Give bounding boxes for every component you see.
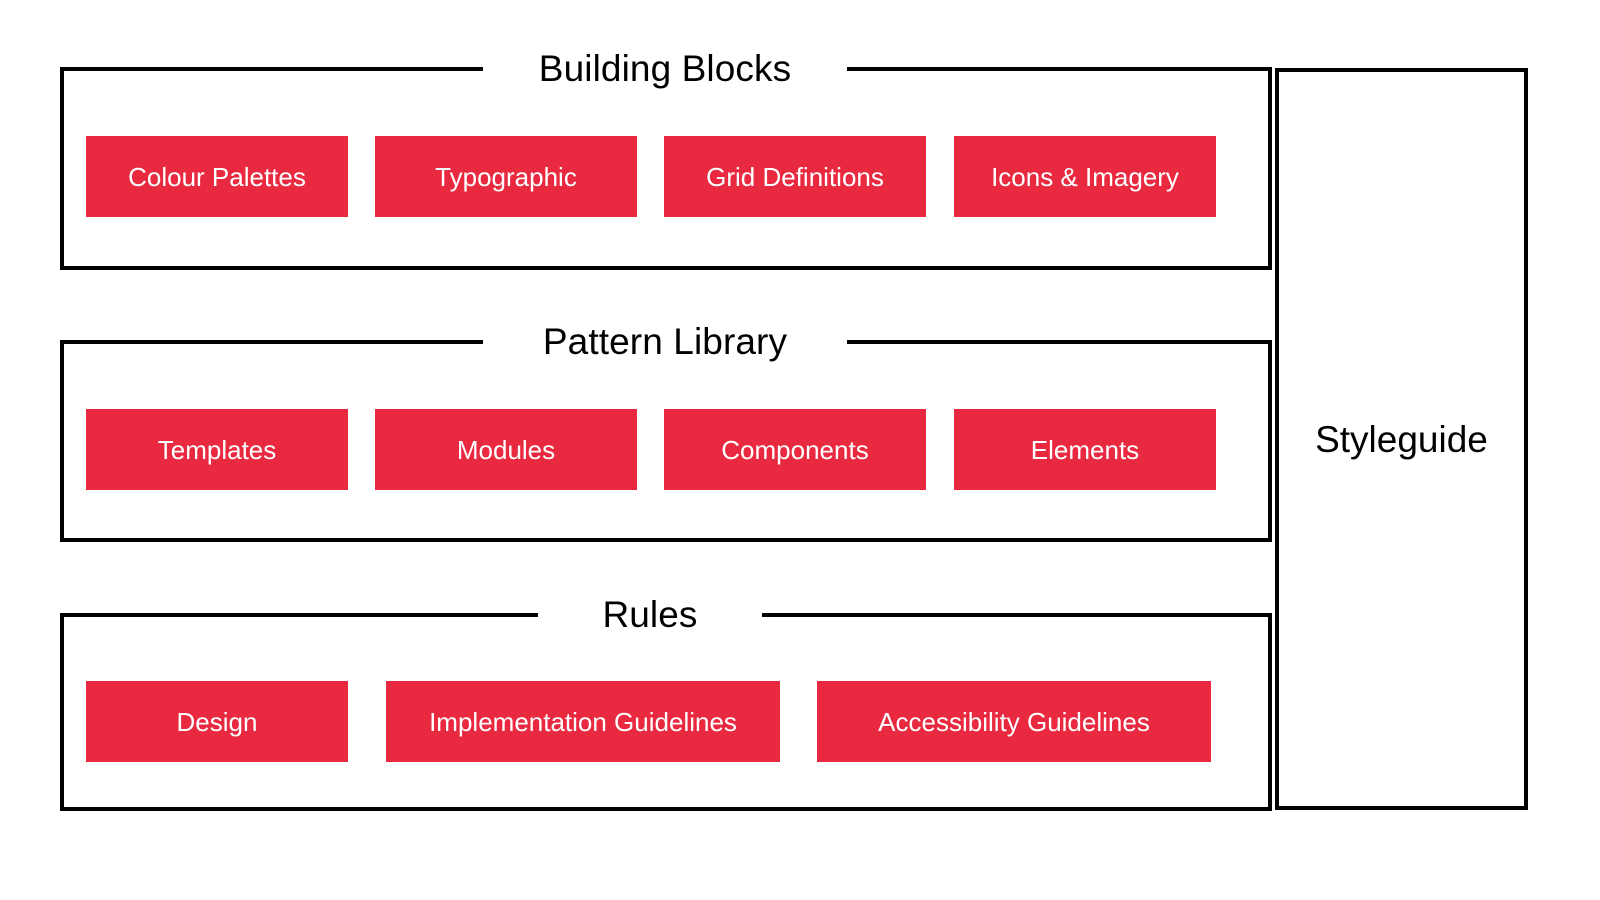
group-building-blocks-title: Building Blocks <box>538 48 792 89</box>
group-styleguide-label: Styleguide <box>1315 418 1488 460</box>
item-implementation-guidelines[interactable]: Implementation Guidelines <box>386 681 780 762</box>
group-pattern-library-title: Pattern Library <box>542 321 788 362</box>
item-design[interactable]: Design <box>86 681 348 762</box>
group-styleguide: Styleguide <box>1275 68 1528 810</box>
group-rules-title-notch <box>538 606 762 620</box>
item-modules[interactable]: Modules <box>375 409 637 490</box>
item-colour-palettes[interactable]: Colour Palettes <box>86 136 348 217</box>
item-grid-definitions[interactable]: Grid Definitions <box>664 136 926 217</box>
item-icons-and-imagery[interactable]: Icons & Imagery <box>954 136 1216 217</box>
item-typographic[interactable]: Typographic <box>375 136 637 217</box>
item-elements[interactable]: Elements <box>954 409 1216 490</box>
group-rules-title: Rules <box>602 594 698 635</box>
group-pattern-library-title-notch <box>483 333 847 347</box>
group-building-blocks-title-notch <box>483 60 847 74</box>
item-templates[interactable]: Templates <box>86 409 348 490</box>
item-accessibility-guidelines[interactable]: Accessibility Guidelines <box>817 681 1211 762</box>
item-components[interactable]: Components <box>664 409 926 490</box>
